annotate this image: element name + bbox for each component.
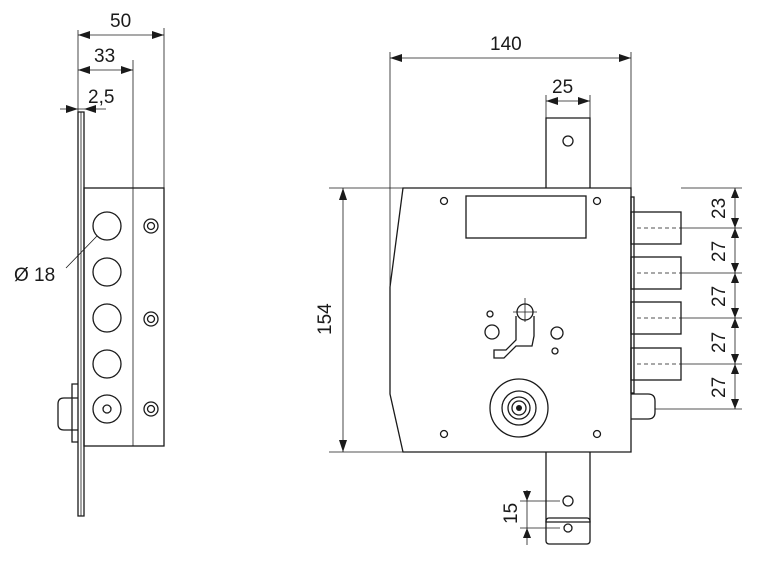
side-view: 50 33 2,5 Ø 18 bbox=[14, 11, 165, 517]
side-case bbox=[83, 187, 165, 447]
dim-front-height: 154 bbox=[315, 303, 336, 335]
side-latch bbox=[92, 394, 122, 424]
front-bottom-tongue bbox=[545, 452, 591, 523]
dim-front-bolt-spacing-4: 27 bbox=[709, 377, 730, 398]
dim-front-bolt-spacing-1: 27 bbox=[709, 241, 730, 262]
side-bolts bbox=[92, 211, 122, 424]
dim-side-bolt-diameter: Ø 18 bbox=[14, 265, 55, 286]
front-label-plate bbox=[465, 195, 587, 239]
side-bolt-1 bbox=[92, 211, 122, 241]
front-view: 140 25 154 23 27 27 27 bbox=[315, 34, 742, 545]
front-cylinder bbox=[489, 378, 549, 438]
side-cylinder bbox=[57, 397, 78, 431]
front-case bbox=[389, 187, 632, 453]
side-bolt-2 bbox=[92, 257, 122, 287]
front-latch-knob bbox=[631, 393, 656, 420]
side-faceplate bbox=[77, 111, 85, 517]
front-top-tongue bbox=[545, 117, 591, 188]
front-rivets bbox=[439, 196, 602, 439]
front-mechanism bbox=[484, 298, 564, 359]
dim-side-width-total: 50 bbox=[110, 11, 131, 32]
dim-side-plate-thickness: 2,5 bbox=[88, 87, 114, 108]
side-bolt-4 bbox=[92, 349, 122, 379]
dim-front-bolt-spacing-2: 27 bbox=[709, 286, 730, 307]
front-bolts bbox=[630, 196, 682, 420]
dim-front-width: 140 bbox=[490, 34, 522, 55]
dim-front-bottom-hole: 15 bbox=[501, 503, 522, 524]
side-screws bbox=[143, 218, 159, 417]
dim-side-width-case: 33 bbox=[94, 46, 115, 67]
dim-front-bolt-offset: 23 bbox=[709, 198, 730, 219]
side-bolt-3 bbox=[92, 303, 122, 333]
dim-front-latch-width: 25 bbox=[552, 77, 573, 98]
dim-front-bolt-spacing-3: 27 bbox=[709, 332, 730, 353]
